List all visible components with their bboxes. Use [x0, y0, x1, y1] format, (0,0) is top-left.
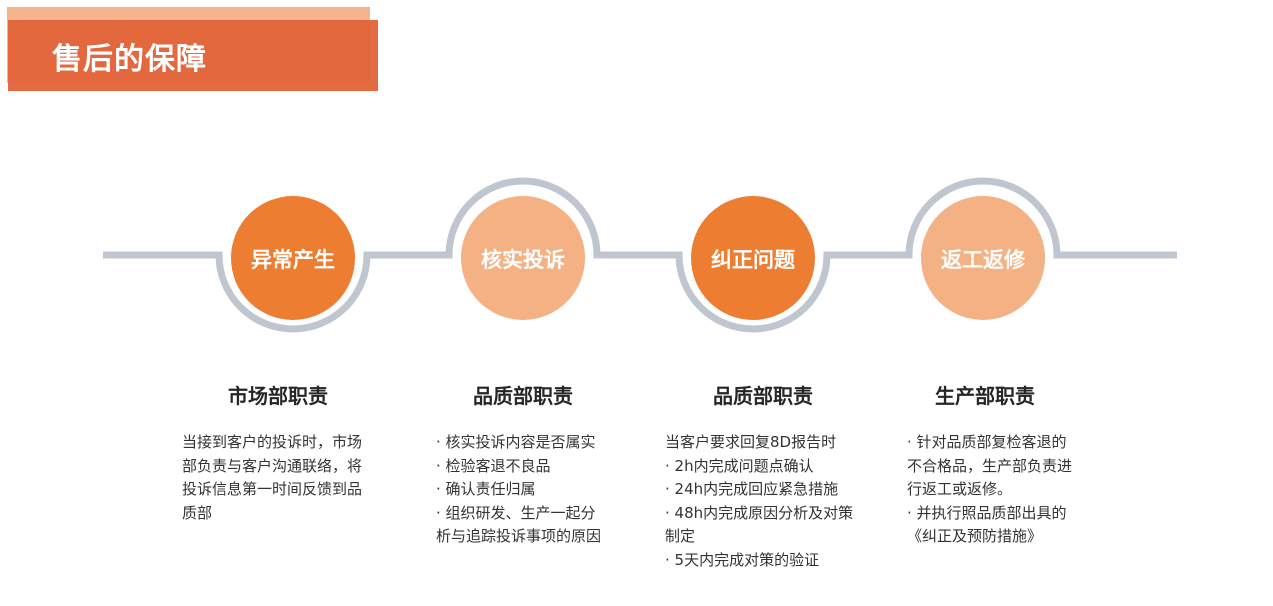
step-label-2: 核实投诉 [481, 248, 565, 272]
description-line: 当接到客户的投诉时，市场 [182, 433, 363, 451]
step-description-1: 当接到客户的投诉时，市场 部负责与客户沟通联络，将 投诉信息第一时间反馈到品 质… [182, 431, 392, 525]
step-description-4: · 针对品质部复检客退的 不合格品，生产部负责进 行返工或返修。 · 并执行照品… [907, 431, 1117, 549]
description-line: · 2h内完成问题点确认 [665, 456, 814, 475]
description-line: · 24h内完成回应紧急措施 [665, 480, 839, 498]
description-line: 《纠正及预防措施》 [907, 527, 1043, 545]
description-line: 行返工或返修。 [907, 480, 1013, 498]
connector-line [103, 177, 1177, 333]
description-line: · 并执行照品质部出具的 [907, 503, 1067, 522]
description-line: · 针对品质部复检客退的 [907, 433, 1067, 451]
description-line: 质部 [182, 503, 213, 522]
description-line: · 48h内完成原因分析及对策 [665, 503, 854, 522]
step-label-1: 异常产生 [251, 248, 335, 272]
description-line: · 组织研发、生产一起分 [436, 503, 596, 522]
description-line: · 核实投诉内容是否属实 [436, 433, 596, 451]
step-circle-1 [231, 196, 355, 320]
description-line: 不合格品，生产部负责进 [907, 456, 1073, 475]
step-circle-4 [921, 196, 1045, 320]
step-heading-2: 品质部职责 [473, 384, 573, 408]
step-description-3: 当客户要求回复8D报告时 · 2h内完成问题点确认 · 24h内完成回应紧急措施… [665, 431, 875, 572]
description-line: 投诉信息第一时间反馈到品 [182, 480, 363, 498]
description-line: 析与追踪投诉事项的原因 [436, 527, 602, 545]
step-circle-2 [461, 196, 585, 320]
title-banner [8, 20, 378, 91]
step-heading-1: 市场部职责 [228, 384, 328, 408]
page-title: 售后的保障 [52, 42, 207, 77]
description-line: 当客户要求回复8D报告时 [665, 433, 837, 451]
description-line: · 检验客退不良品 [436, 456, 551, 475]
step-circle-3 [691, 196, 815, 320]
step-label-4: 返工返修 [941, 248, 1025, 272]
description-line: 部负责与客户沟通联络，将 [182, 456, 363, 475]
description-line: 制定 [665, 527, 696, 545]
step-label-3: 纠正问题 [711, 248, 795, 272]
step-heading-3: 品质部职责 [713, 384, 813, 408]
description-line: · 确认责任归属 [436, 480, 536, 498]
description-line: · 5天内完成对策的验证 [665, 550, 820, 569]
step-description-2: · 核实投诉内容是否属实 · 检验客退不良品 · 确认责任归属 · 组织研发、生… [436, 431, 646, 549]
step-heading-4: 生产部职责 [935, 384, 1035, 408]
